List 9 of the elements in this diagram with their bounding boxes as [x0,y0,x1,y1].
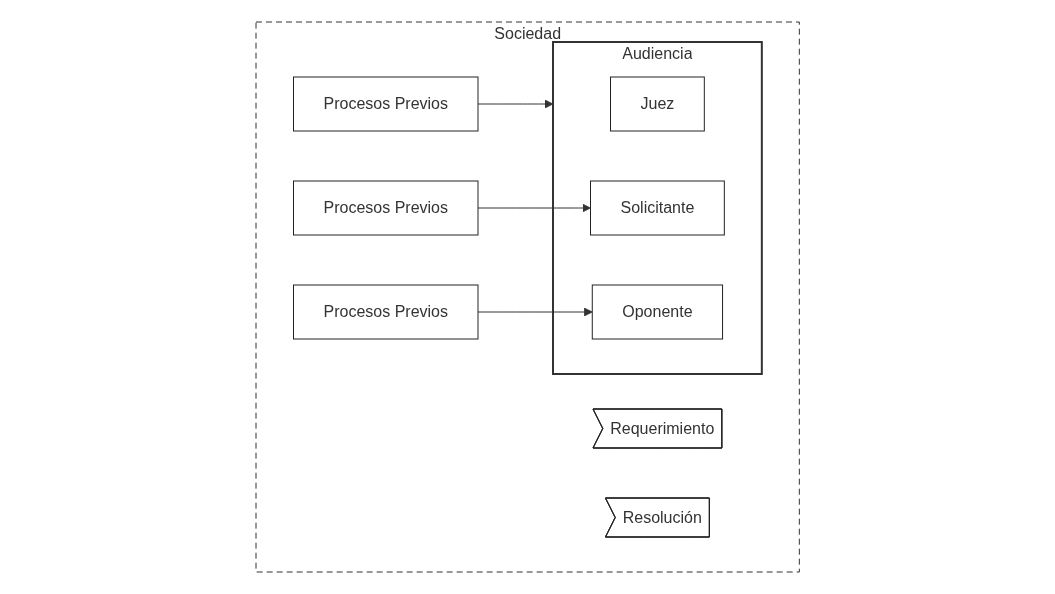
arrow [477,99,554,109]
node-box: Procesos Previos [292,284,479,340]
node-box: Solicitante [589,180,725,236]
node-box: Juez [609,76,705,132]
node-box: Procesos Previos [292,180,479,236]
node-box: Oponente [591,284,723,340]
arrow [477,307,593,317]
arrow [477,203,591,213]
node-box: Procesos Previos [292,76,479,132]
